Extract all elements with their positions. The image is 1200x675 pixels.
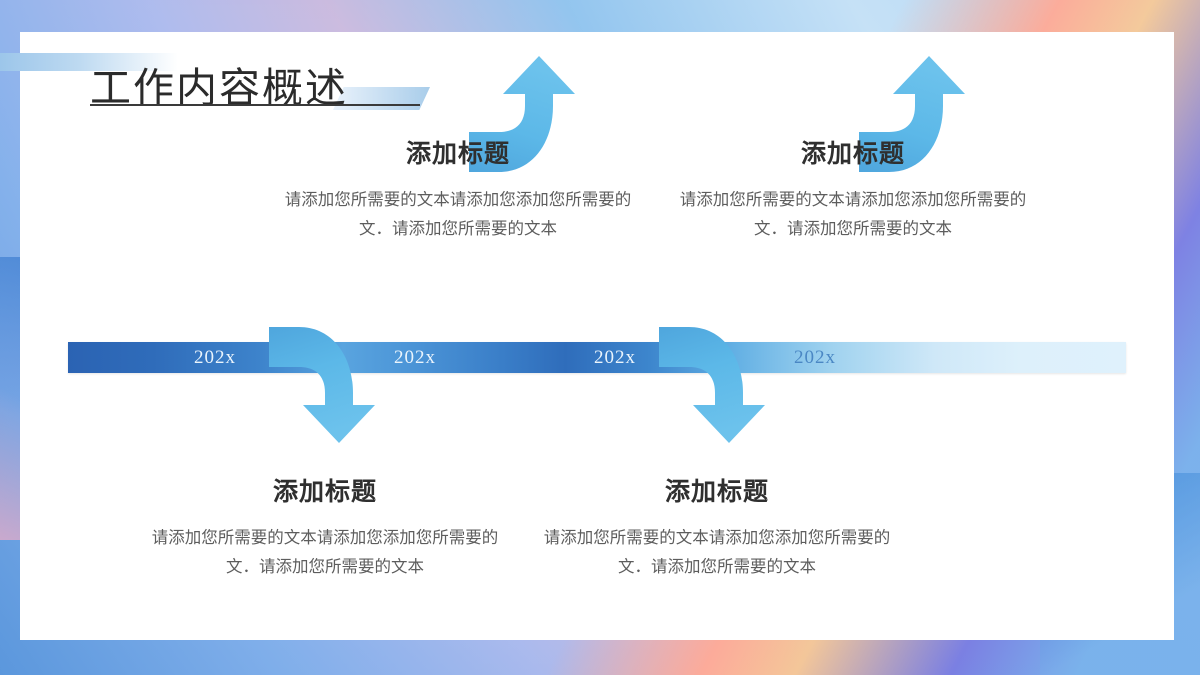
block-body: 请添加您所需要的文本请添加您添加您所需要的文．请添加您所需要的文本 bbox=[679, 190, 1027, 238]
timeline-marker-3[interactable]: 202x bbox=[594, 347, 636, 368]
title-underline bbox=[90, 104, 420, 106]
content-block-top-right: 添加标题 请添加您所需要的文本请添加您添加您所需要的文．请添加您所需要的文本 bbox=[670, 134, 1036, 244]
block-heading: 添加标题 bbox=[664, 479, 769, 506]
block-heading: 添加标题 bbox=[800, 141, 905, 168]
block-body: 请添加您所需要的文本请添加您添加您所需要的文．请添加您所需要的文本 bbox=[543, 528, 891, 576]
block-body: 请添加您所需要的文本请添加您添加您所需要的文．请添加您所需要的文本 bbox=[284, 190, 632, 238]
arrow-up-1 bbox=[469, 56, 575, 172]
slide-content-card: 工作内容概述 202x 202x 202x 202x bbox=[0, 32, 1174, 640]
content-block-bottom-left: 添加标题 请添加您所需要的文本请添加您添加您所需要的文．请添加您所需要的文本 bbox=[142, 472, 508, 582]
block-body: 请添加您所需要的文本请添加您添加您所需要的文．请添加您所需要的文本 bbox=[151, 528, 499, 576]
timeline-marker-4[interactable]: 202x bbox=[794, 347, 836, 368]
block-heading: 添加标题 bbox=[272, 479, 377, 506]
timeline-marker-1[interactable]: 202x bbox=[194, 347, 236, 368]
arrow-down-1 bbox=[269, 327, 375, 443]
title-accent-bar bbox=[0, 53, 178, 71]
page-title: 工作内容概述 bbox=[90, 65, 348, 111]
content-block-top-left: 添加标题 请添加您所需要的文本请添加您添加您所需要的文．请添加您所需要的文本 bbox=[275, 134, 641, 244]
block-heading: 添加标题 bbox=[405, 141, 510, 168]
timeline-marker-2[interactable]: 202x bbox=[394, 347, 436, 368]
timeline-bar bbox=[68, 342, 1126, 373]
content-block-bottom-right: 添加标题 请添加您所需要的文本请添加您添加您所需要的文．请添加您所需要的文本 bbox=[534, 472, 900, 582]
arrow-up-2 bbox=[859, 56, 965, 172]
arrow-down-2 bbox=[659, 327, 765, 443]
